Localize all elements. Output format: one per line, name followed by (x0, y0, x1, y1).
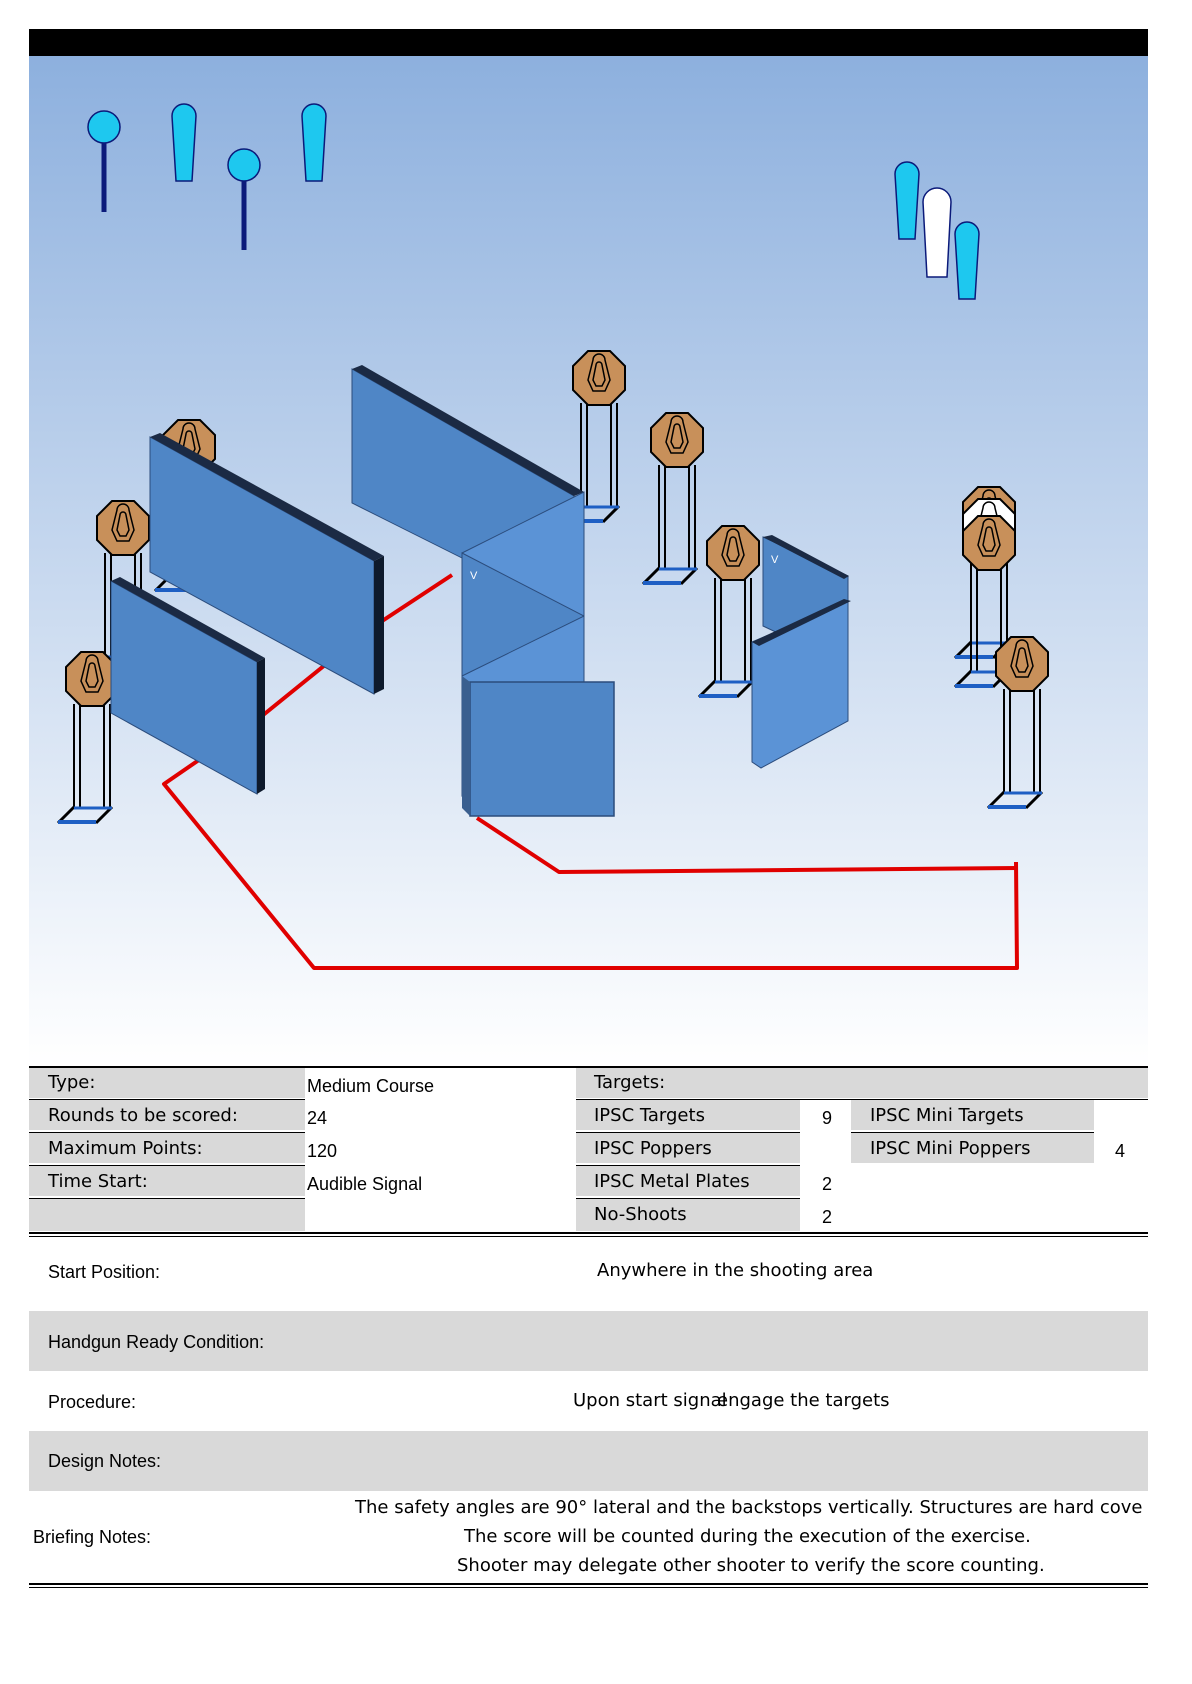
briefing-line-1: The safety angles are 90° lateral and th… (355, 1497, 1143, 1518)
popper-3 (894, 161, 920, 240)
targets-header-cell (576, 1068, 1148, 1098)
start-label-cell (29, 1166, 305, 1196)
points-value: 120 (307, 1141, 338, 1161)
rule (576, 1165, 800, 1166)
type-label-cell (29, 1068, 305, 1098)
rule (29, 1165, 305, 1166)
rounds-label: Rounds to be scored: (48, 1105, 238, 1126)
wall-7 (469, 681, 615, 817)
stage-diagram: V V (29, 56, 1148, 1066)
ready-condition-row: Handgun Ready Condition: (29, 1311, 1148, 1371)
mini-row-1-cell (851, 1100, 1094, 1130)
procedure-value-b: engage the targets (717, 1390, 890, 1411)
wall-2-top (111, 577, 265, 662)
table-bottom-rule (29, 1232, 1148, 1234)
briefing-notes-label: Briefing Notes: (33, 1527, 152, 1547)
briefing-line-3: Shooter may delegate other shooter to ve… (457, 1555, 1045, 1576)
targets-row-1-cell (576, 1100, 800, 1130)
wall-1-top (150, 433, 384, 561)
wall-8-top (763, 535, 849, 579)
procedure-row: Procedure: Upon start signal engage the … (29, 1371, 1148, 1431)
no-shoot-popper (922, 187, 952, 278)
popper-1 (171, 103, 197, 182)
target-type-label: No-Shoots (594, 1204, 687, 1225)
rounds-value: 24 (307, 1108, 328, 1128)
procedure-label: Procedure: (48, 1392, 137, 1412)
rule (576, 1099, 1148, 1100)
design-notes-row: Design Notes: (29, 1431, 1148, 1491)
start-position-row: Start Position: Anywhere in the shooting… (29, 1240, 1148, 1300)
start-value: Audible Signal (307, 1174, 423, 1194)
briefing-line-2: The score will be counted during the exe… (464, 1526, 1031, 1547)
footer-rule (29, 1583, 1148, 1585)
rule (29, 1099, 305, 1100)
targets-row-3-cell (576, 1166, 800, 1196)
rounds-label-cell (29, 1100, 305, 1130)
start-position-value: Anywhere in the shooting area (597, 1260, 874, 1281)
target-type-label: IPSC Metal Plates (594, 1171, 750, 1192)
targets-row-4-cell (576, 1199, 800, 1231)
start-position-label: Start Position: (48, 1262, 161, 1282)
wall-3-top (352, 365, 584, 496)
points-label-cell (29, 1133, 305, 1163)
table-top-rule (29, 1066, 1148, 1068)
targets-label: Targets: (594, 1072, 666, 1093)
type-value: Medium Course (307, 1076, 435, 1096)
table-bottom-rule-2 (29, 1236, 1148, 1237)
popper-2 (301, 103, 327, 182)
ready-condition-label: Handgun Ready Condition: (48, 1332, 265, 1352)
wall-mark-2: V (771, 554, 779, 566)
rule (576, 1198, 800, 1199)
mini-row-2-cell (851, 1133, 1094, 1163)
header-bar (29, 29, 1148, 56)
wall-mark-1: V (470, 570, 478, 582)
target-type-label: IPSC Targets (594, 1105, 705, 1126)
rule (576, 1132, 800, 1133)
points-label: Maximum Points: (48, 1138, 203, 1159)
rule (29, 1132, 305, 1133)
wall-2-edge (257, 658, 265, 794)
procedure-value-a: Upon start signal (573, 1390, 727, 1411)
footer-rule-2 (29, 1587, 1148, 1588)
design-notes-label: Design Notes: (48, 1451, 162, 1471)
empty-label-cell (29, 1199, 305, 1231)
rule (29, 1198, 305, 1199)
rule (851, 1132, 1094, 1133)
mini-type-label: IPSC Mini Poppers (870, 1138, 1031, 1159)
wall-9-top (752, 599, 851, 646)
targets-row-2-cell (576, 1133, 800, 1163)
type-label: Type: (48, 1072, 96, 1093)
popper-4 (954, 221, 980, 300)
target-type-count: 2 (822, 1174, 833, 1194)
target-type-count: 2 (822, 1207, 833, 1227)
wall-7-edge (462, 676, 470, 816)
wall-1-edge (374, 556, 384, 694)
shooting-area-boundary-inner (475, 816, 1018, 874)
target-type-label: IPSC Poppers (594, 1138, 712, 1159)
mini-type-label: IPSC Mini Targets (870, 1105, 1024, 1126)
target-type-count: 9 (822, 1108, 833, 1128)
mini-type-count: 4 (1115, 1141, 1126, 1161)
start-label: Time Start: (48, 1171, 148, 1192)
